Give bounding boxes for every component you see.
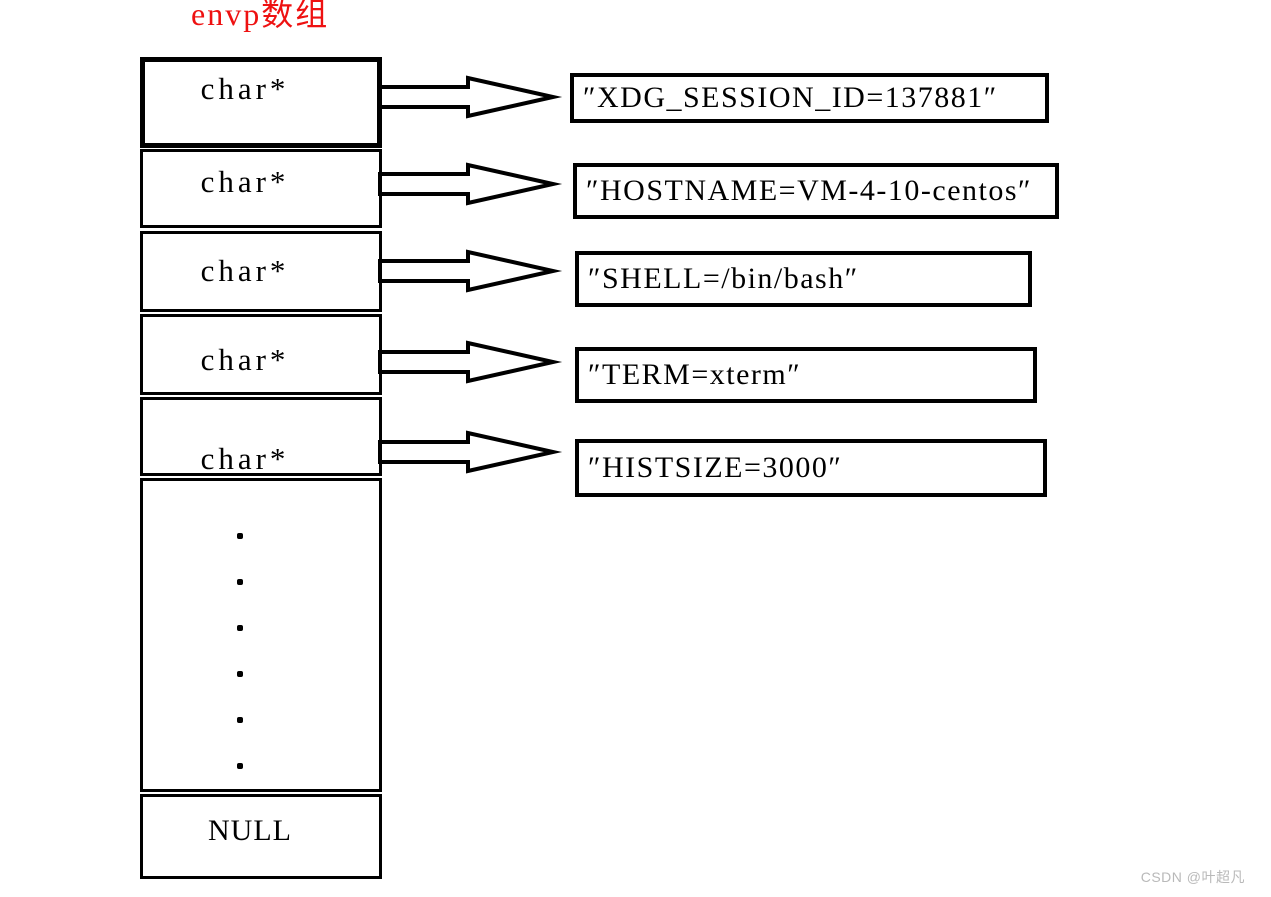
env-string-box-3: ″TERM=xterm″ — [575, 347, 1037, 403]
pointer-arrow-4 — [378, 430, 563, 474]
array-cell-4: char* — [140, 397, 382, 476]
pointer-arrow-0 — [378, 75, 563, 119]
env-string-box-4: ″HISTSIZE=3000″ — [575, 439, 1047, 497]
null-label: NULL — [208, 814, 292, 847]
env-string-box-2: ″SHELL=/bin/bash″ — [575, 251, 1032, 307]
env-string-box-0: ″XDG_SESSION_ID=137881″ — [570, 73, 1049, 123]
char-pointer-label: char* — [200, 71, 290, 106]
env-string-text: ″TERM=xterm″ — [588, 358, 802, 391]
ellipsis-dot — [237, 717, 243, 723]
env-string-text: ″HISTSIZE=3000″ — [588, 451, 843, 484]
pointer-arrow-2 — [378, 249, 563, 293]
char-pointer-label: char* — [200, 164, 290, 199]
env-string-box-1: ″HOSTNAME=VM-4-10-centos″ — [573, 163, 1059, 219]
pointer-arrow-1 — [378, 162, 563, 206]
array-cell-ellipsis — [140, 478, 382, 792]
char-pointer-label: char* — [200, 253, 290, 288]
pointer-arrow-3 — [378, 340, 563, 384]
env-string-text: ″SHELL=/bin/bash″ — [588, 262, 859, 295]
diagram-title: envp数组 — [191, 0, 330, 32]
env-string-text: ″HOSTNAME=VM-4-10-centos″ — [586, 174, 1033, 207]
ellipsis-dot — [237, 579, 243, 585]
array-cell-3: char* — [140, 314, 382, 395]
ellipsis-dot — [237, 671, 243, 677]
env-string-text: ″XDG_SESSION_ID=137881″ — [583, 81, 998, 114]
csdn-watermark: CSDN @叶超凡 — [1140, 869, 1245, 885]
array-cell-null: NULL — [140, 794, 382, 879]
array-cell-0: char* — [140, 57, 382, 148]
char-pointer-label: char* — [200, 342, 290, 377]
array-cell-2: char* — [140, 231, 382, 312]
ellipsis-dots — [237, 533, 243, 769]
ellipsis-dot — [237, 625, 243, 631]
char-pointer-label: char* — [200, 441, 290, 476]
ellipsis-dot — [237, 533, 243, 539]
ellipsis-dot — [237, 763, 243, 769]
